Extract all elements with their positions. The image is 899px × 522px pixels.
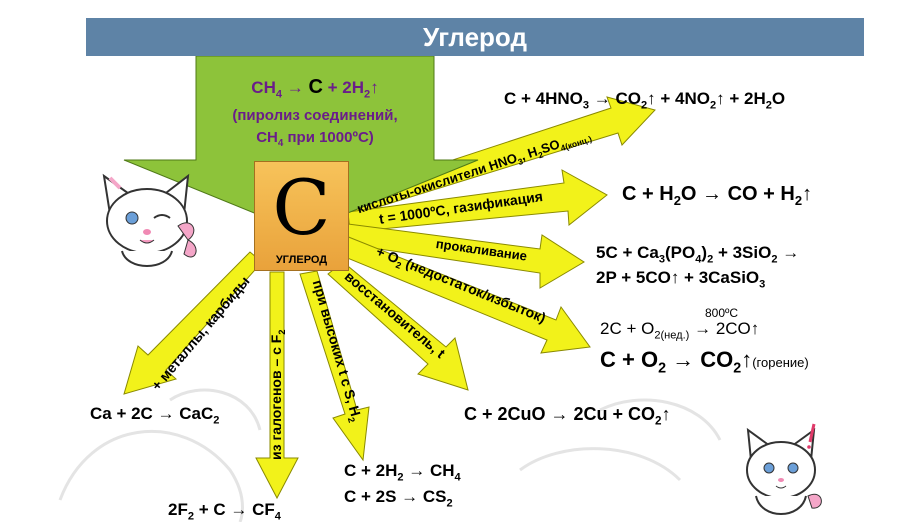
eq-co-partial: 2C + O2(нед.) → 2CO↑ [600,319,760,342]
eq-cuo: C + 2CuO → 2Cu + CO2↑ [464,404,671,428]
page-title: Углерод [86,18,864,56]
arrow-metals [123,251,263,395]
label-halogens: из галогенов – с F2 [268,329,287,460]
arrow-acids [345,96,656,216]
eq-phosphate-line1: 5C + Ca3(PO4)2 + 3SiO2 → [596,243,800,266]
arrow-pyrolysis [123,55,479,233]
eq-cf4: 2F2 + C → CF4 [168,500,281,522]
arrow-halogens [255,271,299,500]
carbon-element-box: C УГЛЕРОД [254,161,349,271]
element-symbol: C [272,163,331,252]
arrow-high-t [299,270,370,462]
arrow-oxygen [339,235,591,354]
cat-left-icon [102,173,197,267]
eq-ch4: C + 2H2 → CH4 [344,461,461,484]
cat-right-icon [746,423,822,515]
arrow-reducer [327,261,469,391]
eq-water: C + H2O → CO + H2↑ [622,183,813,208]
eq-hno3: C + 4HNO3 → CO2↑ + 4NO2↑ + 2H2O [504,89,786,112]
eq-cs2: C + 2S → CS2 [344,487,453,510]
eq-co2: C + O2 → CO2↑(горение) [600,347,809,377]
element-name: УГЛЕРОД [275,254,328,266]
pyrolysis-text: CH4 → C + 2H2↑ (пиролиз соединений, CH4 … [232,76,398,150]
temp-800: 800ºC [705,306,739,320]
eq-phosphate-line2: 2P + 5CO↑ + 3CaSiO3 [596,268,766,291]
eq-cac2: Ca + 2C → CaC2 [90,404,220,427]
